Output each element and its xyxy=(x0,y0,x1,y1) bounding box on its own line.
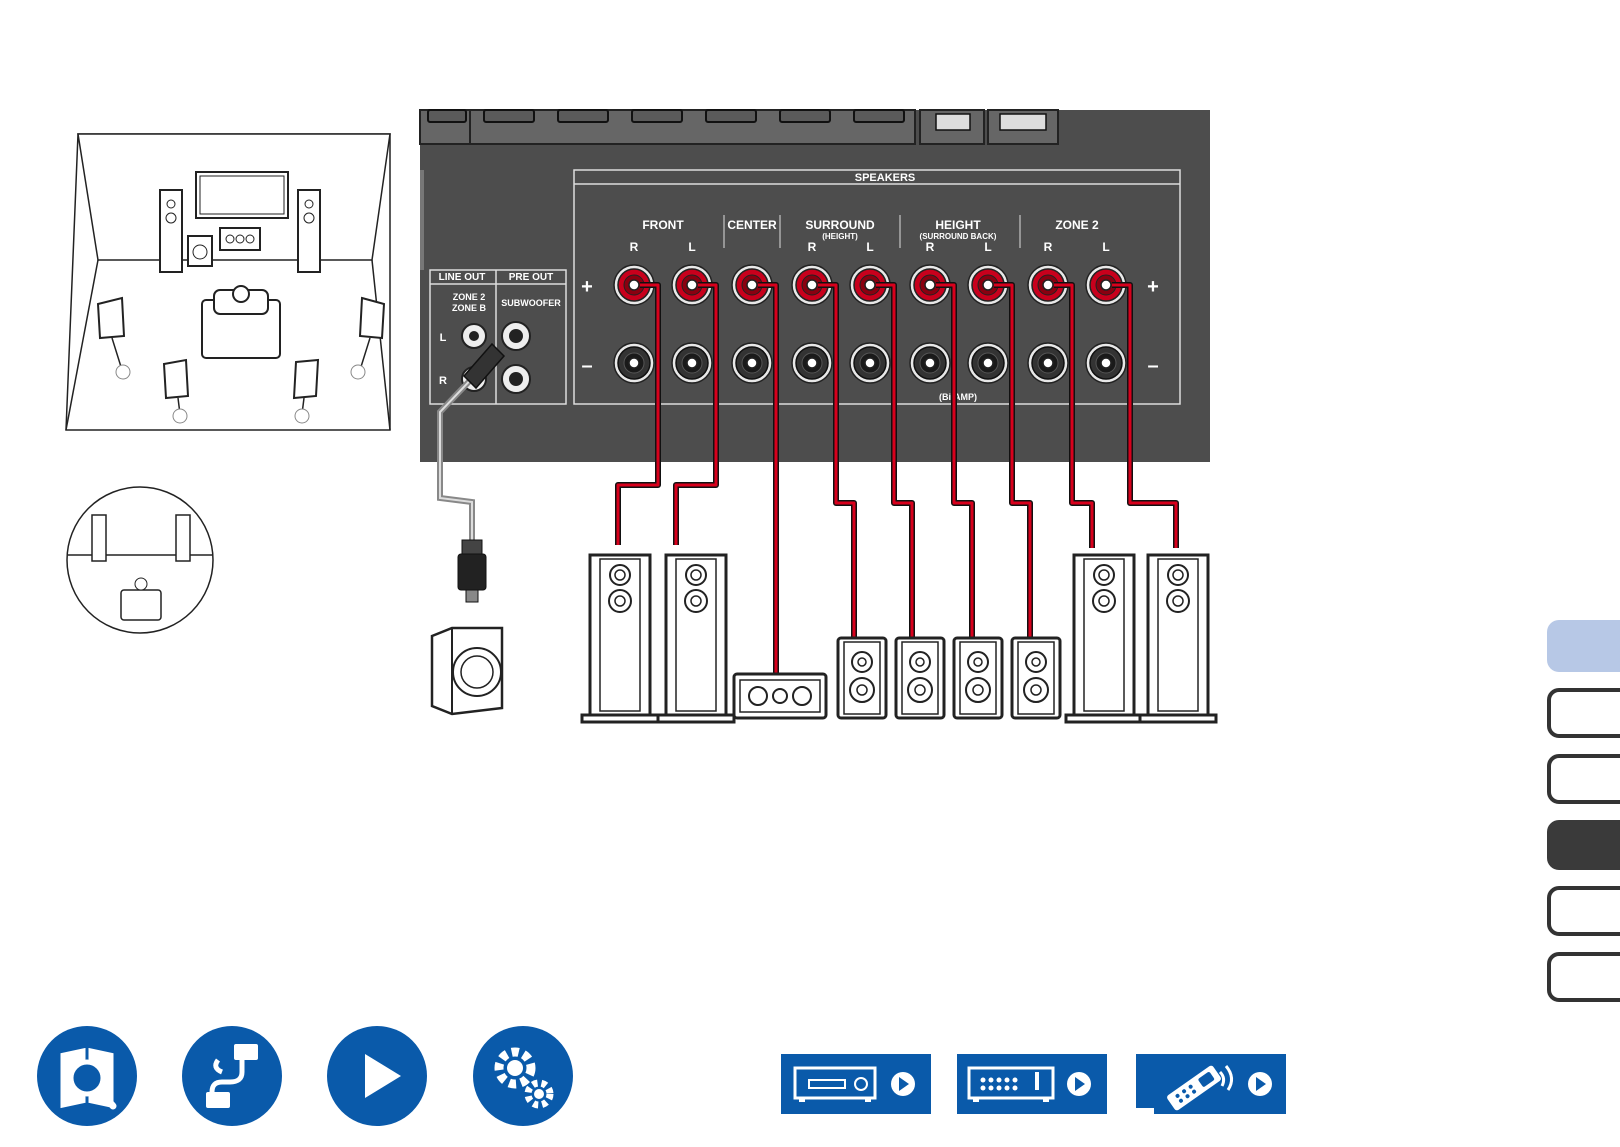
remote-controller-link[interactable] xyxy=(1136,1054,1286,1114)
room-layout-illustration xyxy=(66,134,390,430)
remote-icon xyxy=(1136,1054,1286,1114)
front-panel-icon xyxy=(781,1054,931,1114)
manual-search-icon xyxy=(37,1026,137,1126)
front-right-speaker xyxy=(582,555,658,722)
front-left-speaker xyxy=(658,555,734,722)
surround-left-speaker xyxy=(896,638,944,718)
front-r-label: R xyxy=(630,240,639,254)
height-l-label: L xyxy=(984,240,991,254)
zone2-left-speaker xyxy=(1140,555,1216,722)
jack-r-label: R xyxy=(439,375,447,387)
jack-l-label: L xyxy=(440,332,447,344)
height-r-label: R xyxy=(926,240,935,254)
receiver-rear-panel: SPEAKERS FRONT CENTER SURROUND (HEIGHT) … xyxy=(420,110,1210,462)
speakers-title: SPEAKERS xyxy=(855,172,916,184)
zone2-layout-illustration xyxy=(67,487,213,633)
front-label: FRONT xyxy=(642,218,684,232)
zone2-r-label: R xyxy=(1044,240,1053,254)
minus-label-right: – xyxy=(1147,355,1158,377)
subwoofer-label: SUBWOOFER xyxy=(501,298,561,308)
height-right-speaker xyxy=(954,638,1002,718)
side-tab-2[interactable] xyxy=(1547,688,1620,738)
surround-label: SURROUND xyxy=(805,218,875,232)
surround-r-label: R xyxy=(808,240,817,254)
plus-label-left: + xyxy=(581,276,593,298)
zone2-right-speaker xyxy=(1066,555,1142,722)
center-label: CENTER xyxy=(727,218,777,232)
rear-panel-icon xyxy=(957,1054,1107,1114)
playback-icon xyxy=(327,1026,427,1126)
biamp-label: (Bi-AMP) xyxy=(939,392,977,402)
connections-button[interactable] xyxy=(182,1026,282,1126)
minus-label-left: – xyxy=(581,355,592,377)
contents-button[interactable] xyxy=(37,1026,137,1126)
center-speaker xyxy=(734,674,826,718)
playback-button[interactable] xyxy=(327,1026,427,1126)
surround-l-label: L xyxy=(866,240,873,254)
side-tab-6[interactable] xyxy=(1547,952,1620,1002)
surround-sub-label: (HEIGHT) xyxy=(822,232,858,241)
settings-gears-icon xyxy=(473,1026,573,1126)
plus-label-right: + xyxy=(1147,276,1159,298)
line-out-label: LINE OUT xyxy=(439,272,486,283)
rear-panel-link[interactable] xyxy=(957,1054,1107,1114)
height-label: HEIGHT xyxy=(935,218,981,232)
height-left-speaker xyxy=(1012,638,1060,718)
front-l-label: L xyxy=(688,240,695,254)
front-panel-link[interactable] xyxy=(781,1054,931,1114)
subwoofer-speaker xyxy=(432,628,502,714)
side-tab-3[interactable] xyxy=(1547,754,1620,804)
setup-button[interactable] xyxy=(473,1026,573,1126)
connection-cable-icon xyxy=(182,1026,282,1126)
pre-out-label: PRE OUT xyxy=(509,272,553,283)
zone2-l-label: L xyxy=(1102,240,1109,254)
zone2-speaker-label: ZONE 2 xyxy=(1055,218,1099,232)
zone2-line-label: ZONE 2 xyxy=(453,292,486,302)
side-tab-4[interactable] xyxy=(1547,820,1620,870)
surround-right-speaker xyxy=(838,638,886,718)
side-tab-1[interactable] xyxy=(1547,620,1620,672)
zoneb-line-label: ZONE B xyxy=(452,303,487,313)
side-tab-5[interactable] xyxy=(1547,886,1620,936)
